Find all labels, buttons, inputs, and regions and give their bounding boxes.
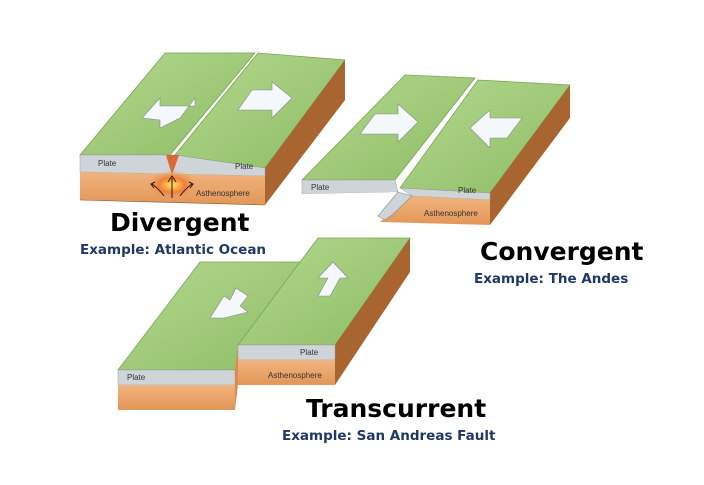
transcurrent-plate-left-label: Plate — [127, 373, 146, 382]
divergent-plate-right-label: Plate — [235, 162, 254, 171]
divergent-example: Example: Atlantic Ocean — [80, 242, 267, 258]
transcurrent-example: Example: San Andreas Fault — [282, 428, 496, 444]
divergent-right-side — [265, 60, 345, 205]
transcurrent-plate-right-label: Plate — [300, 348, 319, 357]
convergent-right-side — [490, 85, 570, 225]
transcurrent-right-asthenosphere — [238, 360, 335, 385]
divergent-right-arrow — [237, 81, 293, 119]
transcurrent-title: Transcurrent — [306, 394, 487, 423]
divergent-left-arrow — [141, 97, 196, 129]
convergent-plate-right-label: Plate — [458, 186, 477, 195]
divergent-asthenosphere-label: Asthenosphere — [196, 189, 250, 198]
transcurrent-fault-face — [235, 345, 238, 410]
divergent-title: Divergent — [110, 208, 250, 237]
transcurrent-left-asthenosphere — [118, 385, 235, 410]
convergent-asthenosphere-label: Asthenosphere — [424, 209, 478, 218]
convergent-asthenosphere-front — [380, 196, 490, 225]
divergent-diagram — [79, 52, 346, 206]
convergent-diagram — [301, 74, 571, 225]
transcurrent-asthenosphere-label: Asthenosphere — [268, 371, 322, 380]
convergent-right-arrow — [469, 109, 523, 149]
transcurrent-right-arrow — [317, 261, 349, 297]
convergent-left-arrow — [359, 103, 419, 143]
convergent-left-plate-body — [302, 192, 398, 220]
divergent-rift — [166, 155, 179, 175]
divergent-upwelling-arrows — [150, 175, 194, 198]
convergent-plate-left-label: Plate — [311, 183, 330, 192]
transcurrent-left-arrow — [209, 287, 249, 319]
transcurrent-diagram — [117, 237, 411, 410]
convergent-example: Example: The Andes — [474, 271, 629, 287]
divergent-plate-left-label: Plate — [98, 159, 117, 168]
transcurrent-right-plate-front — [237, 344, 336, 361]
transcurrent-right-side — [335, 238, 410, 385]
convergent-subducting-slab — [377, 191, 413, 221]
convergent-title: Convergent — [480, 237, 644, 266]
